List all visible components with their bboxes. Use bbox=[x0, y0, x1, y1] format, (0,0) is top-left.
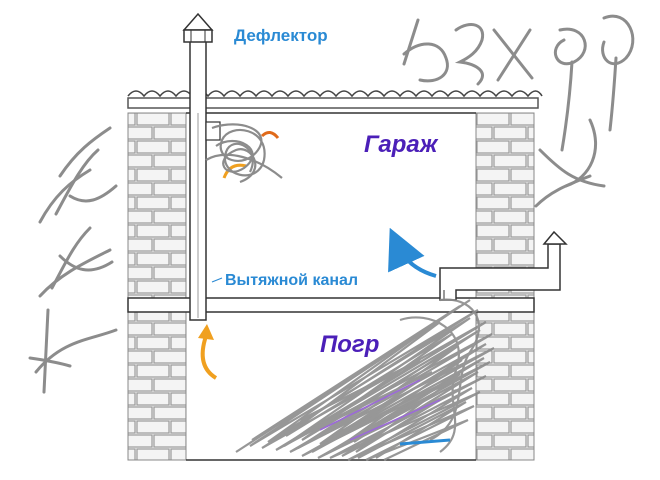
right-wall-upper bbox=[475, 112, 535, 299]
cellar-scribble-accents bbox=[319, 379, 451, 446]
cellar-label: Погр bbox=[320, 331, 379, 358]
cellar-scribble bbox=[235, 298, 495, 462]
handwriting-right bbox=[402, 14, 635, 208]
left-wall-lower bbox=[127, 311, 187, 461]
deflector-label: Дефлектор bbox=[234, 26, 328, 45]
exhaust-channel bbox=[189, 39, 221, 321]
exhaust-channel-label: Вытяжной канал bbox=[225, 272, 358, 289]
floor-slab bbox=[127, 297, 535, 313]
exhaust-label-pointer bbox=[211, 277, 223, 283]
channel-top-arrows bbox=[222, 131, 280, 179]
deflector-icon bbox=[182, 12, 214, 43]
handwriting-left bbox=[28, 126, 118, 394]
garage-label: Гараж bbox=[364, 131, 439, 158]
top-scribble bbox=[205, 123, 283, 184]
right-wall-lower bbox=[475, 311, 535, 461]
left-wall-upper bbox=[127, 112, 187, 299]
cellar-airflow-arrow bbox=[198, 324, 218, 380]
garage-airflow-arrow bbox=[388, 227, 437, 278]
